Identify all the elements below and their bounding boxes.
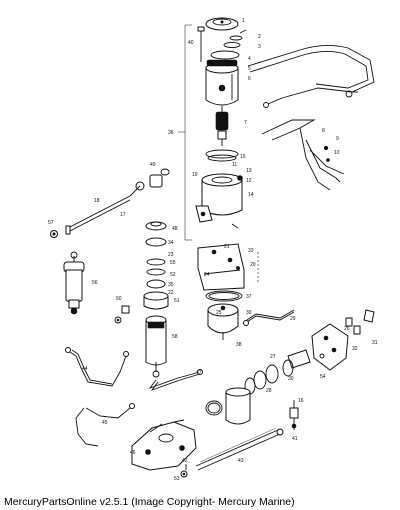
callout-label: 53 — [174, 476, 180, 482]
hydraulic-tubes-left — [65, 347, 203, 447]
callout-label: 56 — [92, 280, 98, 286]
mounting-bracket — [131, 419, 197, 471]
callout-label: 39 — [246, 310, 252, 316]
trim-rod — [195, 427, 284, 471]
callout-label: 57 — [48, 220, 54, 226]
callout-label: 33 — [248, 248, 254, 254]
callout-label: 20 — [250, 262, 256, 268]
callout-label: 36 — [168, 130, 174, 136]
callout-label: 28 — [266, 388, 272, 394]
o-rings-center — [205, 290, 243, 302]
callout-label: 25 — [216, 310, 222, 316]
callout-labels: 40 1 2 3 4 5 6 7 8 9 10 11 12 13 14 15 1… — [48, 18, 378, 482]
callout-label: 55 — [170, 260, 176, 266]
callout-label: 41 — [292, 436, 298, 442]
callout-label: 46 — [130, 450, 136, 456]
reservoir — [207, 303, 239, 340]
seal-ring-upper — [205, 149, 239, 162]
callout-label: 51 — [174, 298, 180, 304]
callout-label: 8 — [322, 128, 325, 134]
callout-label: 52 — [170, 272, 176, 278]
exploded-parts-diagram: 40 1 2 3 4 5 6 7 8 9 10 11 12 13 14 15 1… — [48, 17, 378, 482]
callout-label: 18 — [94, 198, 100, 204]
image-caption: MercuryPartsOnline v2.5.1 (Image Copyrig… — [4, 496, 295, 508]
callout-label: 9 — [336, 136, 339, 142]
callout-label: 31 — [372, 340, 378, 346]
bracket-bolts — [180, 464, 188, 478]
spool-valve — [244, 349, 311, 395]
callout-label: 44 — [82, 366, 88, 372]
callout-label: 27 — [270, 354, 276, 360]
manifold-block-right — [311, 309, 375, 371]
lower-cylinder — [145, 315, 167, 378]
motor-end-cap — [205, 17, 239, 31]
valve-body — [197, 243, 259, 291]
callout-label: 47 — [196, 370, 202, 376]
callout-label: 26 — [344, 326, 350, 332]
callout-label: 1 — [242, 18, 245, 24]
callout-label: 10 — [334, 150, 340, 156]
callout-label: 29 — [290, 316, 296, 322]
callout-label: 5 — [248, 66, 251, 72]
callout-label: 19 — [192, 172, 198, 178]
callout-label: 21 — [224, 244, 230, 250]
callout-label: 7 — [244, 120, 247, 126]
callout-label: 42 — [182, 458, 188, 464]
filter-canister — [205, 387, 251, 425]
fittings-left — [50, 168, 170, 238]
callout-label: 40 — [188, 40, 194, 46]
callout-label: 58 — [172, 334, 178, 340]
callout-label: 2 — [258, 34, 261, 40]
callout-label: 12 — [246, 178, 252, 184]
callout-label: 17 — [120, 212, 126, 218]
small-hardware-mid-left — [114, 305, 130, 324]
callout-label: 30 — [288, 376, 294, 382]
callout-label: 24 — [204, 272, 210, 278]
callout-label: 34 — [168, 240, 174, 246]
callout-label: 22 — [168, 290, 174, 296]
callout-label: 16 — [298, 398, 304, 404]
wire-harness-lower — [261, 119, 345, 191]
callout-label: 15 — [240, 154, 246, 160]
callout-label: 14 — [248, 192, 254, 198]
wire-harness-upper — [247, 45, 375, 108]
armature — [215, 106, 229, 146]
callout-label: 13 — [246, 168, 252, 174]
callout-label: 32 — [352, 346, 358, 352]
callout-label: 48 — [172, 226, 178, 232]
top-small-parts — [210, 29, 247, 60]
callout-label: 4 — [248, 56, 251, 62]
callout-label: 50 — [116, 296, 122, 302]
pump-end-housing — [195, 173, 243, 229]
callout-label: 45 — [102, 420, 108, 426]
callout-label: 6 — [248, 76, 251, 82]
callout-label: 54 — [320, 374, 326, 380]
motor-housing — [205, 59, 239, 106]
callout-label: 11 — [232, 162, 237, 168]
callout-label: 35 — [168, 282, 174, 288]
callout-label: 23 — [168, 252, 174, 258]
piston-assembly — [143, 221, 169, 310]
small-fittings-bottom-right — [289, 400, 299, 430]
long-bolt — [197, 26, 205, 62]
callout-label: 37 — [246, 294, 252, 300]
callout-label: 3 — [258, 44, 261, 50]
trim-cylinder-left — [63, 251, 85, 315]
assembly-bracket — [178, 24, 192, 241]
callout-label: 43 — [238, 458, 244, 464]
hydraulic-tube-right — [243, 309, 295, 326]
callout-label: 38 — [236, 342, 242, 348]
callout-label: 49 — [150, 162, 156, 168]
